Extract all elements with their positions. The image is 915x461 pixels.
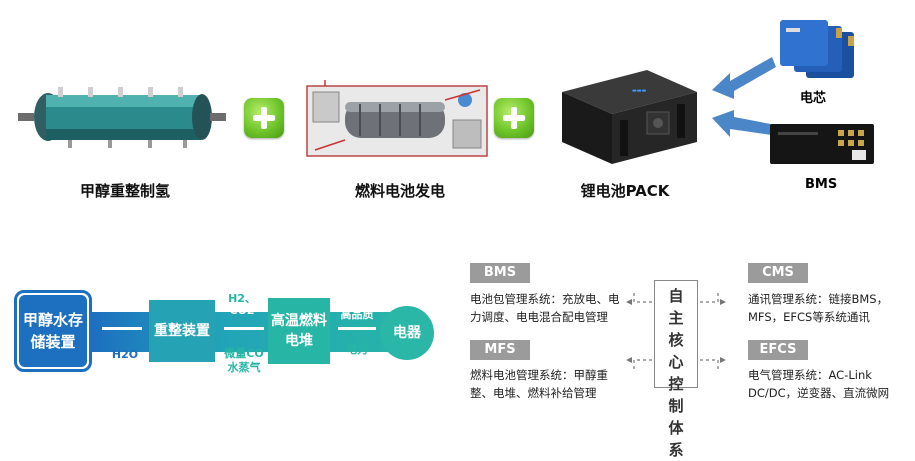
- efcs-system-desc: 电气管理系统：AC-Link DC/DC，逆变器、直流微网: [748, 368, 890, 400]
- reformer-box: 重整装置: [149, 300, 215, 362]
- flow-band: [92, 312, 417, 352]
- arrow-line: [224, 327, 264, 330]
- mfs-system-desc: 燃料电池管理系统：甲醇重整、电堆、燃料补给管理: [470, 368, 608, 400]
- input-arrows: [712, 57, 776, 137]
- battery-cells-image: [780, 20, 854, 78]
- mid-formula-2: CO2: [229, 304, 255, 317]
- appliance-circle: 电器: [380, 306, 434, 360]
- cms-system-desc: 通讯管理系统：链接BMS，MFS，EFCS等系统通讯: [748, 292, 889, 324]
- step1-label: 甲醇重整制氢: [79, 182, 170, 200]
- bms-board-image: [770, 124, 874, 164]
- efcs-system-label: EFCS: [748, 340, 808, 360]
- plus-icon: [244, 98, 284, 138]
- storage-box: 甲醇水存储装置: [19, 295, 87, 367]
- arrow-line: [338, 327, 376, 330]
- stack-box: 高温燃料电堆: [268, 298, 330, 364]
- bms-label: BMS: [805, 177, 838, 192]
- step3-label: 锂电池PACK: [580, 182, 670, 200]
- arrow-line: [102, 327, 142, 330]
- reformer-device-image: [18, 87, 226, 148]
- out-label-1: 高品质: [340, 308, 374, 321]
- mfs-system-label: MFS: [470, 340, 530, 360]
- out-label-2: 电力: [346, 343, 368, 356]
- mid-formula-3: 微量CO: [224, 347, 264, 360]
- in-formula-1: CH3OH: [103, 301, 147, 314]
- connector-lines: [626, 292, 726, 370]
- plus-icon: [494, 98, 534, 138]
- battery-pack-image: ▬▬▬: [562, 70, 697, 164]
- mid-formula-1: H2、: [228, 292, 256, 305]
- svg-text:▬▬▬: ▬▬▬: [632, 88, 646, 94]
- mid-formula-4: 水蒸气: [227, 361, 261, 374]
- cell-label: 电芯: [800, 91, 827, 106]
- cms-system-label: CMS: [748, 263, 808, 283]
- bms-system-label: BMS: [470, 263, 530, 283]
- in-formula-2: H2O: [111, 348, 139, 361]
- step2-label: 燃料电池发电: [354, 182, 445, 200]
- fuel-cell-device-image: [306, 80, 488, 157]
- bms-system-desc: 电池包管理系统：充放电、电力调度、电电混合配电管理: [470, 292, 620, 324]
